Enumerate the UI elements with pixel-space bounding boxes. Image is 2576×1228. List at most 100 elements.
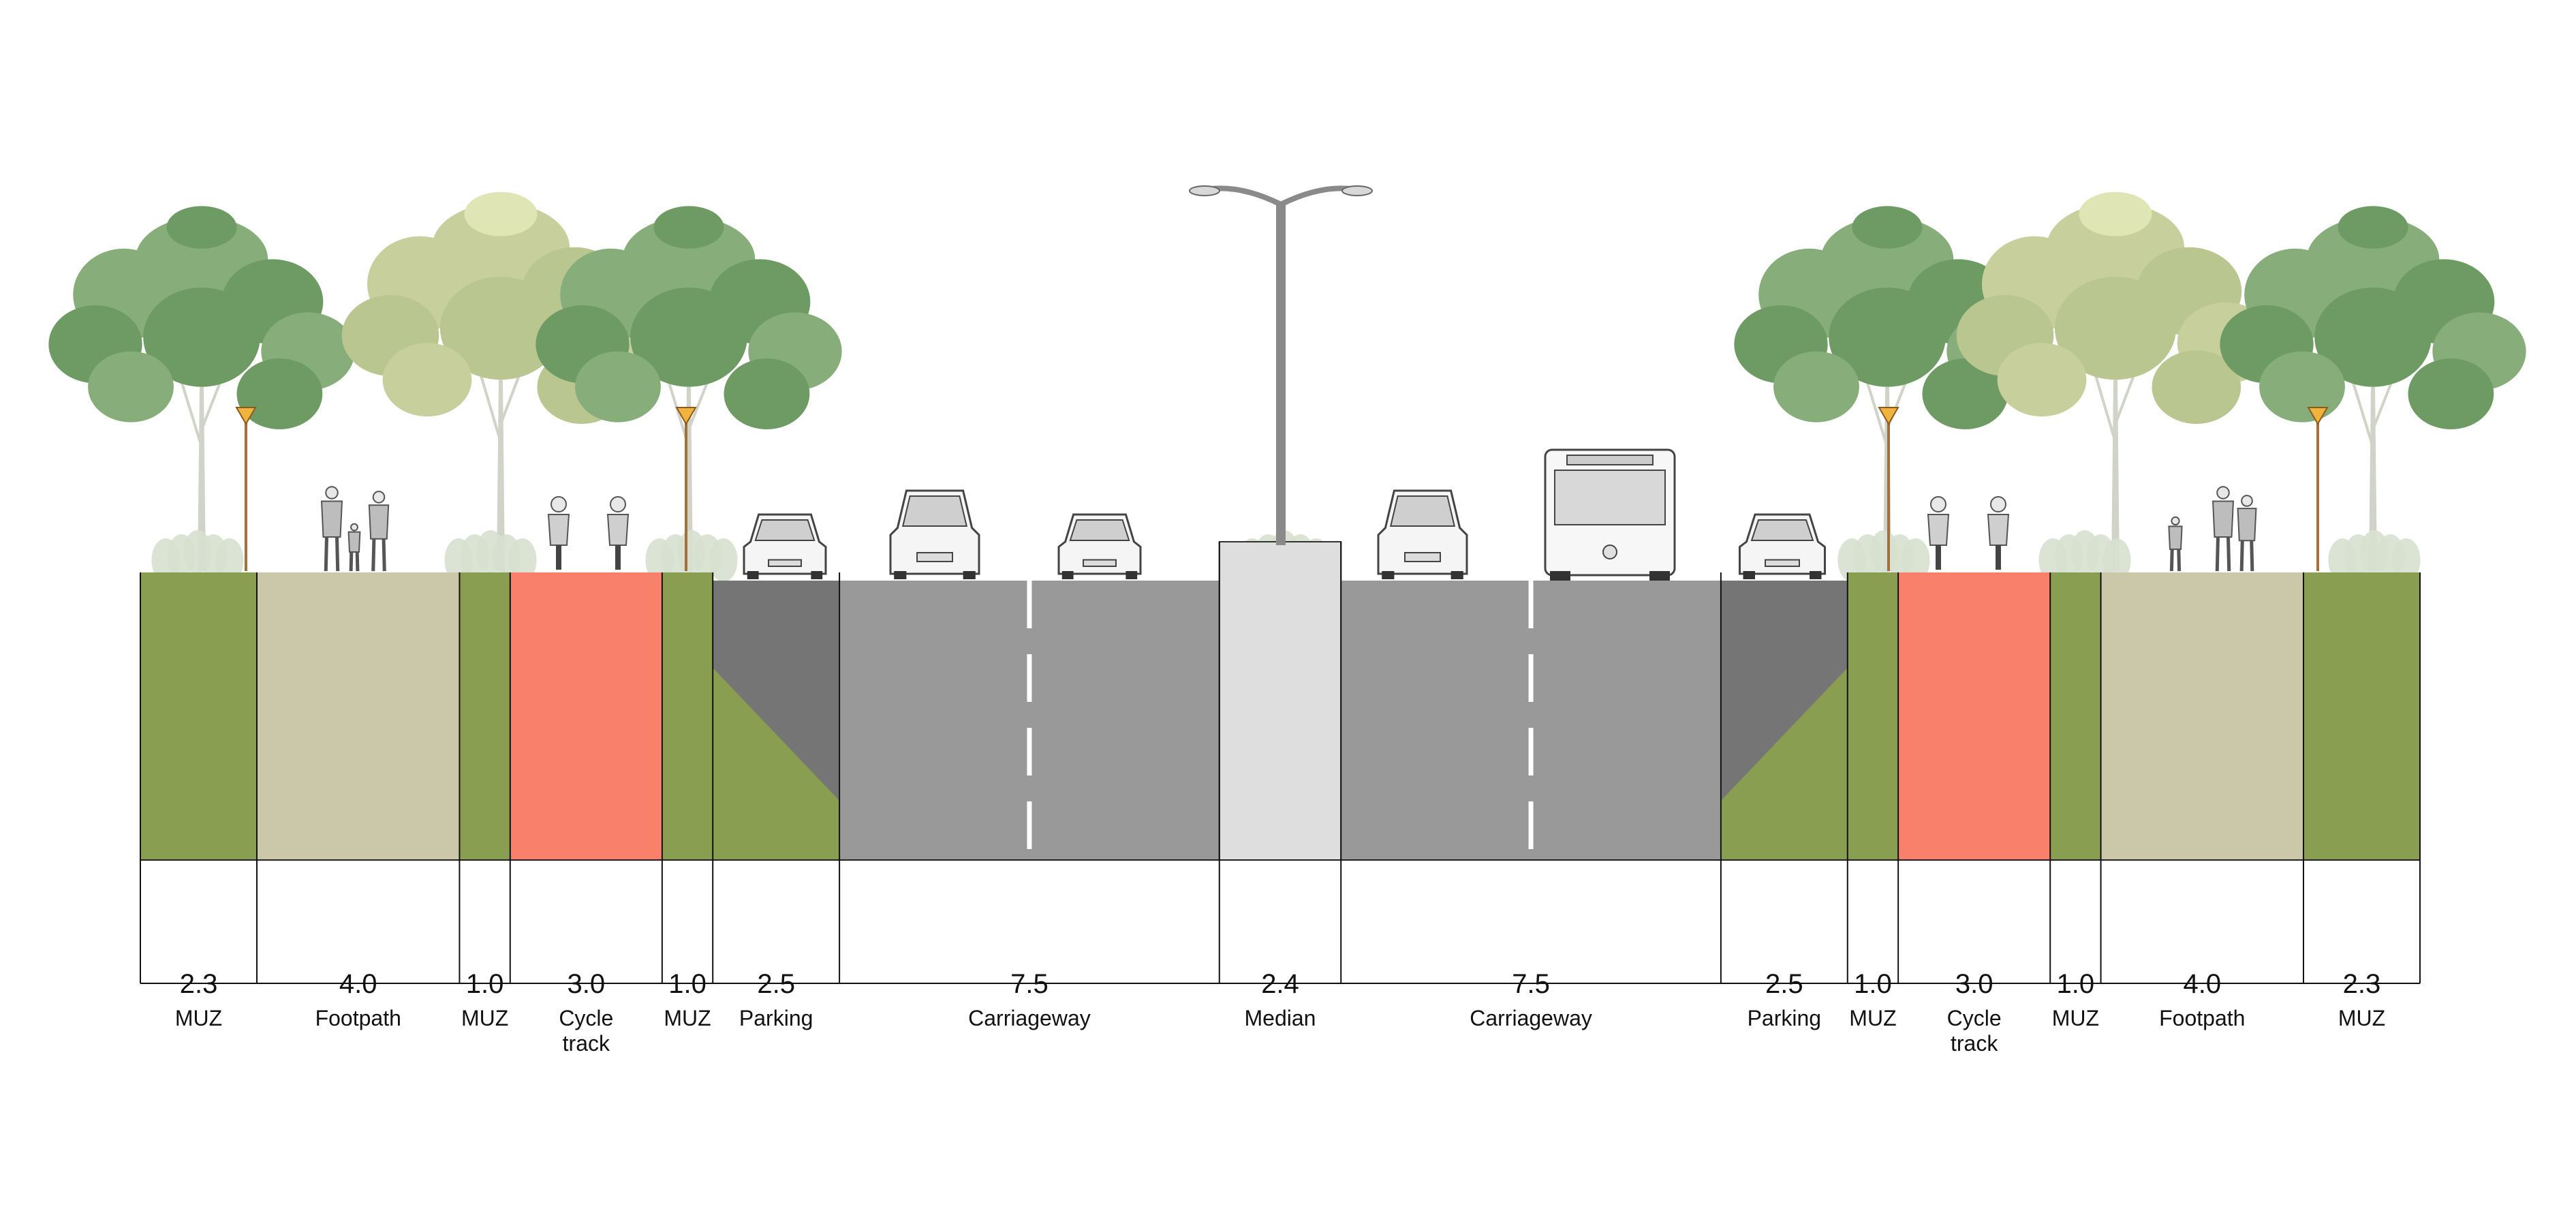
- tree-foliage: [630, 288, 747, 387]
- lamp-head: [235, 407, 257, 425]
- shrub-icon: [444, 530, 537, 582]
- cyclist-icon: [1987, 496, 2010, 570]
- section-4-cycle: [510, 572, 662, 860]
- parking-slope: [713, 668, 840, 860]
- shrub-leaf: [508, 538, 537, 582]
- vehicle-grille: [1765, 559, 1800, 567]
- person-legs: [371, 538, 386, 572]
- tree-foliage: [2079, 191, 2152, 236]
- vehicle-grille: [768, 559, 802, 567]
- street-light-icon: [2307, 407, 2329, 571]
- section-width: 4.0: [339, 969, 377, 999]
- vehicle-windshield: [1069, 519, 1130, 541]
- section-label: Footpath: [315, 1006, 401, 1030]
- muz-surface: [2050, 572, 2101, 860]
- bicycle-wheel: [1996, 545, 2001, 570]
- section-width: 3.0: [568, 969, 606, 999]
- shrub-icon: [2328, 530, 2421, 582]
- person-head: [2216, 486, 2230, 500]
- section-width: 4.0: [2183, 969, 2221, 999]
- tree-foliage: [2152, 350, 2241, 424]
- light-pole: [1276, 204, 1286, 545]
- cyclist-body: [1927, 514, 1950, 546]
- person-head: [2171, 516, 2180, 526]
- section-5-muz: [662, 572, 713, 860]
- section-15-muz: [2303, 572, 2420, 860]
- cyclist-icon: [1927, 496, 1950, 570]
- shrub-icon: [151, 530, 244, 582]
- section-9-carriageway: [1341, 581, 1721, 860]
- suv-icon: [889, 489, 980, 579]
- section-width: 2.3: [2343, 969, 2381, 999]
- person-legs: [2215, 536, 2231, 572]
- person-legs: [349, 551, 360, 572]
- tree-foliage: [2408, 358, 2494, 429]
- section-width: 1.0: [2057, 969, 2095, 999]
- tree-foliage: [1997, 343, 2087, 417]
- section-8-median: [1218, 541, 1342, 861]
- tree-trunk: [198, 386, 206, 571]
- lamp-head: [1878, 407, 1899, 425]
- bus-emblem: [1602, 544, 1617, 559]
- bus-wheel: [1649, 571, 1670, 581]
- car-icon: [1739, 513, 1826, 579]
- section-width: 1.0: [668, 969, 707, 999]
- person-body: [368, 504, 390, 540]
- light-head: [1341, 185, 1373, 196]
- person-legs: [2169, 549, 2182, 572]
- person-legs: [2239, 540, 2254, 572]
- parking-slope: [1720, 668, 1848, 860]
- muz-surface: [140, 572, 258, 860]
- pedestrian-icon: [320, 486, 343, 572]
- shrub-leaf: [1902, 538, 1930, 582]
- street-light-icon: [1878, 407, 1899, 571]
- muz-surface: [2303, 572, 2420, 860]
- person-head: [2241, 495, 2253, 507]
- vehicle-wheel: [1810, 571, 1822, 579]
- tree-icon: [1956, 191, 2275, 571]
- section-11-muz: [1847, 572, 1899, 860]
- section-3-muz: [459, 572, 510, 860]
- person-body: [2237, 508, 2257, 542]
- section-label: Median: [1245, 1006, 1316, 1030]
- section-width: 3.0: [1955, 969, 1993, 999]
- tree-foliage: [653, 206, 724, 249]
- tree-foliage: [88, 351, 174, 423]
- objects-layer: [235, 185, 2329, 581]
- section-1-muz: [140, 572, 258, 860]
- tree-icon: [536, 206, 842, 571]
- street-light-icon: [235, 407, 257, 571]
- tree-icon: [48, 206, 355, 571]
- vehicle-wheel: [747, 571, 759, 579]
- section-label: Footpath: [2159, 1006, 2245, 1030]
- muz-surface: [459, 572, 510, 860]
- section-width: 7.5: [1512, 969, 1550, 999]
- pedestrian-icon: [2237, 495, 2257, 572]
- section-label: MUZ: [2052, 1006, 2099, 1030]
- vehicle-windshield: [754, 519, 816, 541]
- section-label: MUZ: [664, 1006, 711, 1030]
- dimensions-layer: 2.3MUZ4.0Footpath1.0MUZ3.0Cycletrack1.0M…: [140, 542, 2421, 1056]
- tree-foliage: [1773, 351, 1859, 423]
- section-width: 2.5: [1765, 969, 1803, 999]
- vehicle-wheel: [1126, 571, 1138, 579]
- section-13-muz: [2050, 572, 2101, 860]
- section-label: MUZ: [175, 1006, 222, 1030]
- section-7-carriageway: [839, 581, 1220, 860]
- suv-icon: [1377, 489, 1468, 579]
- cyclist-head: [1990, 496, 2006, 512]
- tree-icon: [2220, 206, 2526, 571]
- pedestrian-icon: [368, 491, 390, 572]
- person-legs: [324, 536, 340, 572]
- section-label: track: [563, 1031, 610, 1056]
- muz-surface: [662, 572, 713, 860]
- bicycle-wheel: [615, 545, 621, 570]
- pedestrian-icon: [2212, 486, 2235, 572]
- tree-foliage: [382, 343, 472, 417]
- tree-foliage: [2054, 277, 2177, 380]
- tree-foliage: [464, 191, 538, 236]
- tree-foliage: [1852, 206, 1923, 249]
- lamp-head: [2307, 407, 2329, 425]
- bus-icon: [1544, 448, 1676, 581]
- section-label: MUZ: [1849, 1006, 1896, 1030]
